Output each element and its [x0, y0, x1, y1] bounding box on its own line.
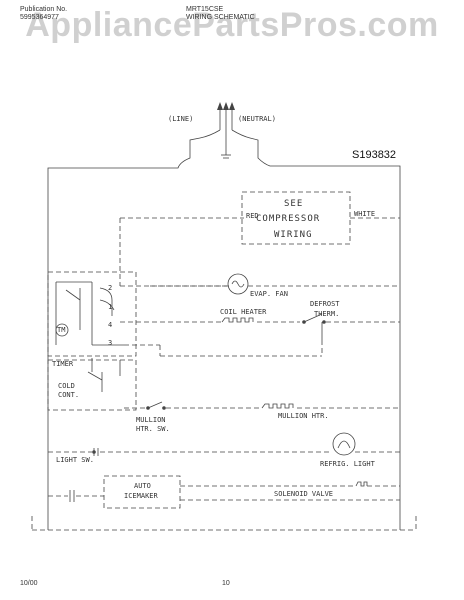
evap-fan-label: EVAP. FAN [250, 290, 288, 298]
timer-terminal-4: 4 [108, 321, 112, 329]
power-plug [217, 102, 235, 159]
icemaker-box [103, 475, 181, 509]
light-sw-label: LIGHT SW. [56, 456, 94, 464]
footer-date: 10/00 [20, 580, 38, 587]
cold-cont-line2: CONT. [58, 391, 79, 399]
timer-motor-label: TM [57, 326, 65, 334]
footer-page: 10 [222, 580, 230, 587]
coil-heater-label: COIL HEATER [220, 308, 267, 316]
mullion-heater-element [261, 403, 294, 409]
publication-label: Publication No. [20, 6, 68, 13]
mullion-htr-sw-line2: HTR. SW. [136, 425, 170, 433]
line-label: (LINE) [168, 115, 193, 123]
refrig-light-label: REFRIG. LIGHT [320, 460, 376, 468]
timer-motor-icon [55, 323, 69, 337]
timer-terminal-1: 1 [108, 303, 112, 311]
part-number: S193832 [352, 149, 396, 161]
neutral-label: (NEUTRAL) [238, 115, 276, 123]
defrost-therm-line2: THERM. [314, 310, 339, 318]
compressor-see: SEE [284, 199, 303, 209]
mullion-htr-switch [147, 401, 163, 409]
timer-label: TIMER [52, 360, 74, 368]
red-label: RED [246, 212, 259, 220]
compressor-wiring: WIRING [274, 230, 313, 240]
solenoid-valve-label: SOLENOID VALVE [274, 490, 333, 498]
mullion-htr-sw-line1: MULLION [136, 416, 166, 424]
refrig-light-icon [332, 432, 356, 456]
coil-heater-element [221, 317, 254, 323]
auto-icemaker-line1: AUTO [134, 482, 151, 490]
cold-cont-line1: COLD [58, 382, 75, 390]
schematic-title: WIRING SCHEMATIC [186, 14, 255, 21]
timer-terminal-3: 3 [108, 339, 112, 347]
model-number: MRT15CSE [186, 6, 224, 13]
white-label: WHITE [354, 210, 375, 218]
compressor-label: COMPRESSOR [256, 214, 320, 224]
auto-icemaker-line2: ICEMAKER [124, 492, 159, 500]
defrost-therm-line1: DEFROST [310, 300, 340, 308]
evap-fan-icon [227, 273, 249, 295]
timer-block [47, 271, 137, 357]
timer-terminal-2: 2 [108, 284, 112, 292]
defrost-therm-switch [303, 313, 323, 323]
solenoid-valve-coil [355, 481, 368, 487]
publication-number: 5995364977 [20, 14, 59, 21]
mullion-htr-label: MULLION HTR. [278, 412, 329, 420]
